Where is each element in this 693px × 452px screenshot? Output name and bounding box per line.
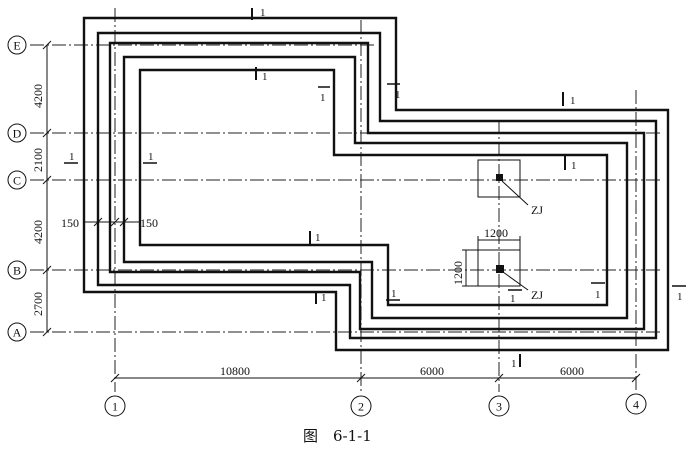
left-dim-tick-D	[42, 128, 52, 138]
bubble-4	[625, 393, 647, 415]
foundation-outline-2	[96, 31, 658, 340]
bottom-dim-tick-4	[631, 373, 641, 383]
section-mark-3: 1	[320, 92, 326, 104]
bubble-E	[7, 35, 27, 55]
section-mark-9: 1	[315, 232, 321, 244]
section-mark-10: 1	[321, 292, 327, 304]
section-mark-15: 1	[511, 358, 517, 370]
bubble-A-label: A	[13, 326, 22, 340]
col-bubbles: 1 2 3 4	[104, 393, 647, 417]
section-mark-11: 1	[391, 288, 397, 300]
section-marks: 1 1 1 1 1 1 1 1 1 1 1 1 1 1 1	[64, 7, 686, 370]
pile-cap-upper	[477, 159, 521, 198]
row-bubbles: E D C B A	[7, 35, 27, 342]
foundation-outline-inner	[138, 68, 609, 307]
cap-dim-h: 1200	[484, 226, 508, 240]
offset-dim-left: 150	[61, 216, 79, 230]
bottom-dimensions: 10800 6000 6000	[110, 364, 641, 383]
offset-tick-a	[93, 217, 103, 227]
section-mark-top: 1	[260, 7, 266, 19]
bubble-D	[7, 123, 27, 143]
bottom-dim-tick-1	[110, 373, 120, 383]
bottom-dim-tick-2	[356, 373, 366, 383]
foundation-outlines	[82, 16, 670, 352]
section-mark-14: 1	[677, 291, 683, 303]
bubble-1-label: 1	[112, 400, 118, 414]
cap-dim-v: 1200	[451, 261, 465, 285]
bubble-D-label: D	[13, 127, 22, 141]
dim-2-3: 6000	[420, 364, 444, 378]
bubble-2	[350, 395, 372, 417]
left-dim-tick-C	[42, 175, 52, 185]
bubble-C-label: C	[13, 174, 21, 188]
column-lower	[496, 265, 504, 273]
bubble-B-label: B	[13, 264, 21, 278]
leader-zj-upper	[501, 180, 529, 206]
section-mark-8: 1	[571, 160, 577, 172]
label-zj-upper: ZJ	[531, 203, 543, 217]
bubble-E-label: E	[13, 39, 20, 53]
bottom-dim-tick-3	[494, 373, 504, 383]
offset-dim-right: 150	[140, 216, 158, 230]
left-dim-tick-E	[42, 40, 52, 50]
left-dim-tick-A	[42, 327, 52, 337]
section-mark-4: 1	[395, 89, 401, 101]
bubble-3-label: 3	[496, 400, 502, 414]
bubble-B	[7, 260, 27, 280]
leader-zj-lower	[502, 271, 529, 291]
bubble-3	[488, 395, 510, 417]
dim-C-B: 4200	[31, 220, 45, 244]
offset-tick-b	[110, 217, 120, 227]
section-mark-13: 1	[595, 289, 601, 301]
dim-1-2: 10800	[220, 364, 250, 378]
section-mark-2: 1	[262, 71, 268, 83]
left-dimensions: 4200 2100 4200 2700	[31, 40, 52, 337]
bubble-A	[7, 322, 27, 342]
offset-tick-c	[119, 217, 129, 227]
foundation-outline-outer	[82, 16, 670, 352]
pile-cap-lower	[477, 249, 521, 287]
section-mark-6: 1	[69, 151, 75, 163]
figure-caption: 图 6-1-1	[303, 427, 372, 445]
offset-dimensions: 150 150	[61, 216, 158, 230]
section-mark-5: 1	[570, 95, 576, 107]
bubble-1	[104, 395, 126, 417]
left-dim-tick-B	[42, 265, 52, 275]
column-upper	[496, 174, 503, 181]
dim-E-D: 4200	[31, 84, 45, 108]
section-mark-7: 1	[148, 151, 154, 163]
dim-D-C: 2100	[31, 148, 45, 172]
dim-B-A: 2700	[31, 292, 45, 316]
section-mark-12: 1	[510, 293, 516, 305]
label-zj-lower: ZJ	[531, 288, 543, 302]
dim-3-4: 6000	[560, 364, 584, 378]
foundation-outline-3	[108, 41, 646, 331]
bubble-2-label: 2	[358, 400, 364, 414]
pile-caps: ZJ ZJ 1200 1200	[451, 159, 543, 302]
bubble-C	[7, 170, 27, 190]
bubble-4-label: 4	[633, 398, 639, 412]
foundation-outline-4	[122, 55, 629, 320]
